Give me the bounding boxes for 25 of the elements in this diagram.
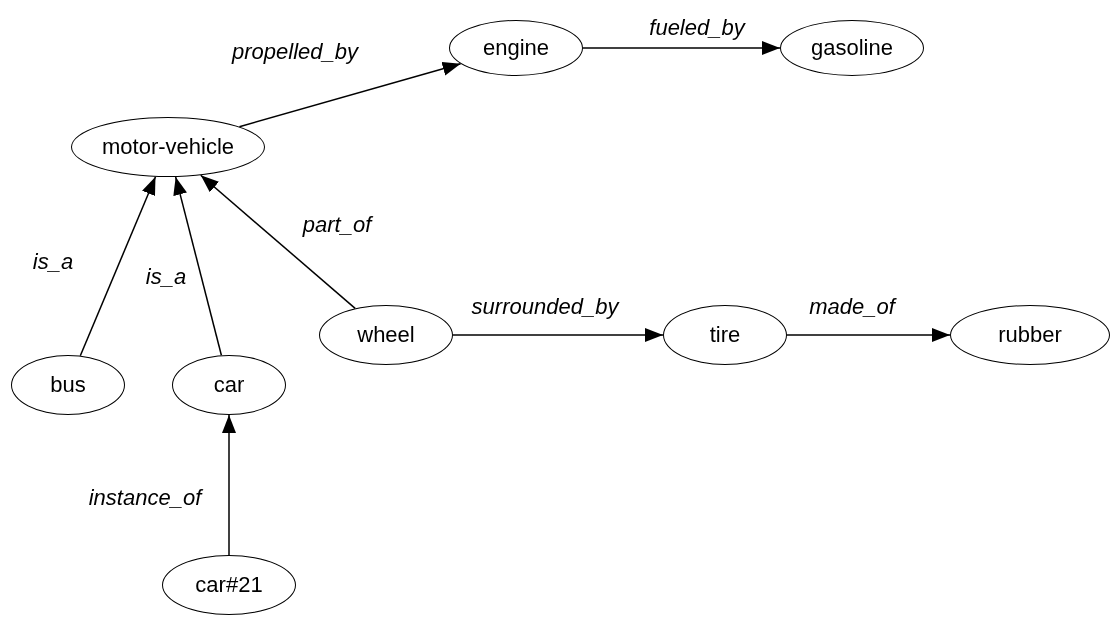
arrow — [452, 328, 664, 342]
node-label: bus — [50, 372, 86, 398]
node-label: car — [213, 372, 245, 398]
arrow — [238, 61, 462, 128]
edge-label: part_of — [302, 212, 372, 238]
arrow — [786, 328, 951, 342]
arrow — [582, 41, 781, 55]
node-label: wheel — [357, 322, 415, 348]
edge-label: surrounded_by — [471, 294, 619, 320]
edge-label: propelled_by — [232, 39, 358, 65]
edge-label: fueled_by — [649, 15, 745, 41]
arrow — [222, 414, 236, 556]
arrow — [79, 176, 157, 357]
node-label: engine — [482, 35, 550, 61]
edge-label: is_a — [145, 264, 187, 290]
arrow — [173, 176, 223, 356]
node-label: tire — [709, 322, 741, 348]
node-label: motor-vehicle — [101, 134, 234, 160]
node-label: car#21 — [195, 572, 263, 598]
edge-label: instance_of — [88, 485, 202, 511]
node-label: gasoline — [811, 35, 893, 61]
edge-label: is_a — [32, 249, 74, 275]
ellipse-node — [449, 20, 583, 76]
edge-label: made_of — [809, 294, 895, 320]
node-label: rubber — [998, 322, 1062, 348]
